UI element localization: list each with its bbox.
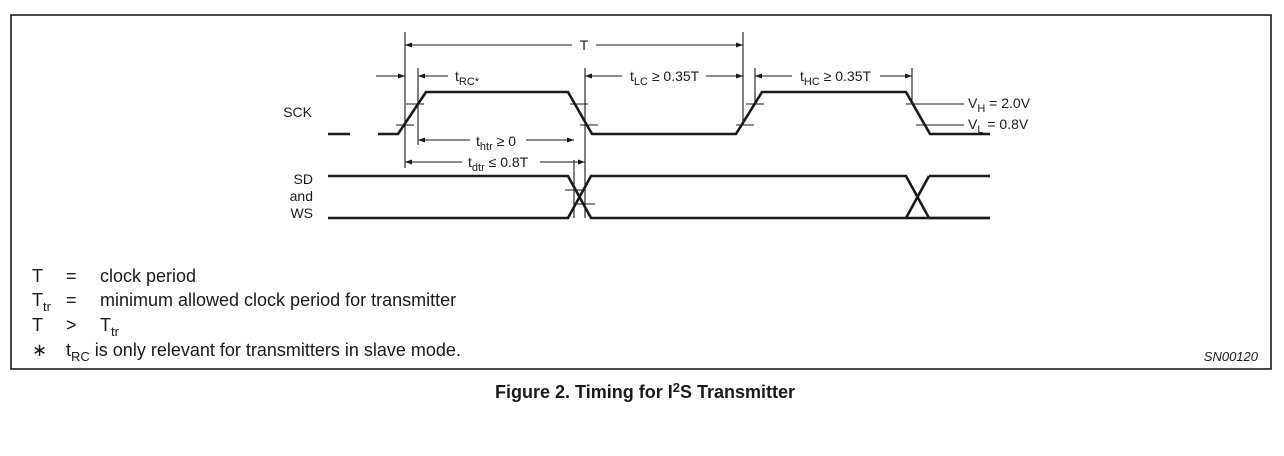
legend-row-2-term: Ttr xyxy=(32,290,52,314)
thtr-label: thtr ≥ 0 xyxy=(476,133,516,153)
legend-row-3-desc: Ttr xyxy=(100,315,120,339)
legend-row-1-op: = xyxy=(66,266,77,286)
sck-waveform xyxy=(328,90,990,136)
legend-row-2-op: = xyxy=(66,290,77,310)
vh-label: VH = 2.0V xyxy=(968,95,1031,115)
legend-row-1-term: T xyxy=(32,266,43,286)
tlc-dimension: tLC ≥ 0.35T xyxy=(585,68,743,88)
thtr-dimension: thtr ≥ 0 xyxy=(418,133,574,153)
legend-row-4-mark: ∗ xyxy=(32,340,47,360)
legend-row-3-term: T xyxy=(32,315,43,335)
vl-label: VL = 0.8V xyxy=(968,116,1029,136)
thc-label: tHC ≥ 0.35T xyxy=(800,68,871,88)
trc-label: tRC* xyxy=(455,68,480,88)
period-label: T xyxy=(580,37,589,53)
legend-row-4-text: tRC is only relevant for transmitters in… xyxy=(66,340,461,364)
reference-lines xyxy=(396,32,964,218)
legend: T = clock period Ttr = minimum allowed c… xyxy=(32,266,461,364)
figure-reference-id: SN00120 xyxy=(1204,349,1259,364)
legend-row-2-desc: minimum allowed clock period for transmi… xyxy=(100,290,456,310)
period-dimension: T xyxy=(405,37,743,53)
legend-row-3-op: > xyxy=(66,315,77,335)
thc-dimension: tHC ≥ 0.35T xyxy=(755,68,912,88)
trc-dimension: tRC* xyxy=(376,68,480,88)
legend-row-1-desc: clock period xyxy=(100,266,196,286)
and-label: and xyxy=(290,188,313,204)
figure-caption: Figure 2. Timing for I2S Transmitter xyxy=(495,380,795,402)
ws-label: WS xyxy=(290,205,313,221)
sd-label: SD xyxy=(294,171,313,187)
sd-ws-waveform xyxy=(328,174,990,220)
sck-label: SCK xyxy=(283,104,312,120)
tdtr-label: tdtr ≤ 0.8T xyxy=(468,154,529,174)
tlc-label: tLC ≥ 0.35T xyxy=(630,68,700,88)
figure-frame xyxy=(10,14,1272,370)
tdtr-dimension: tdtr ≤ 0.8T xyxy=(405,154,585,174)
